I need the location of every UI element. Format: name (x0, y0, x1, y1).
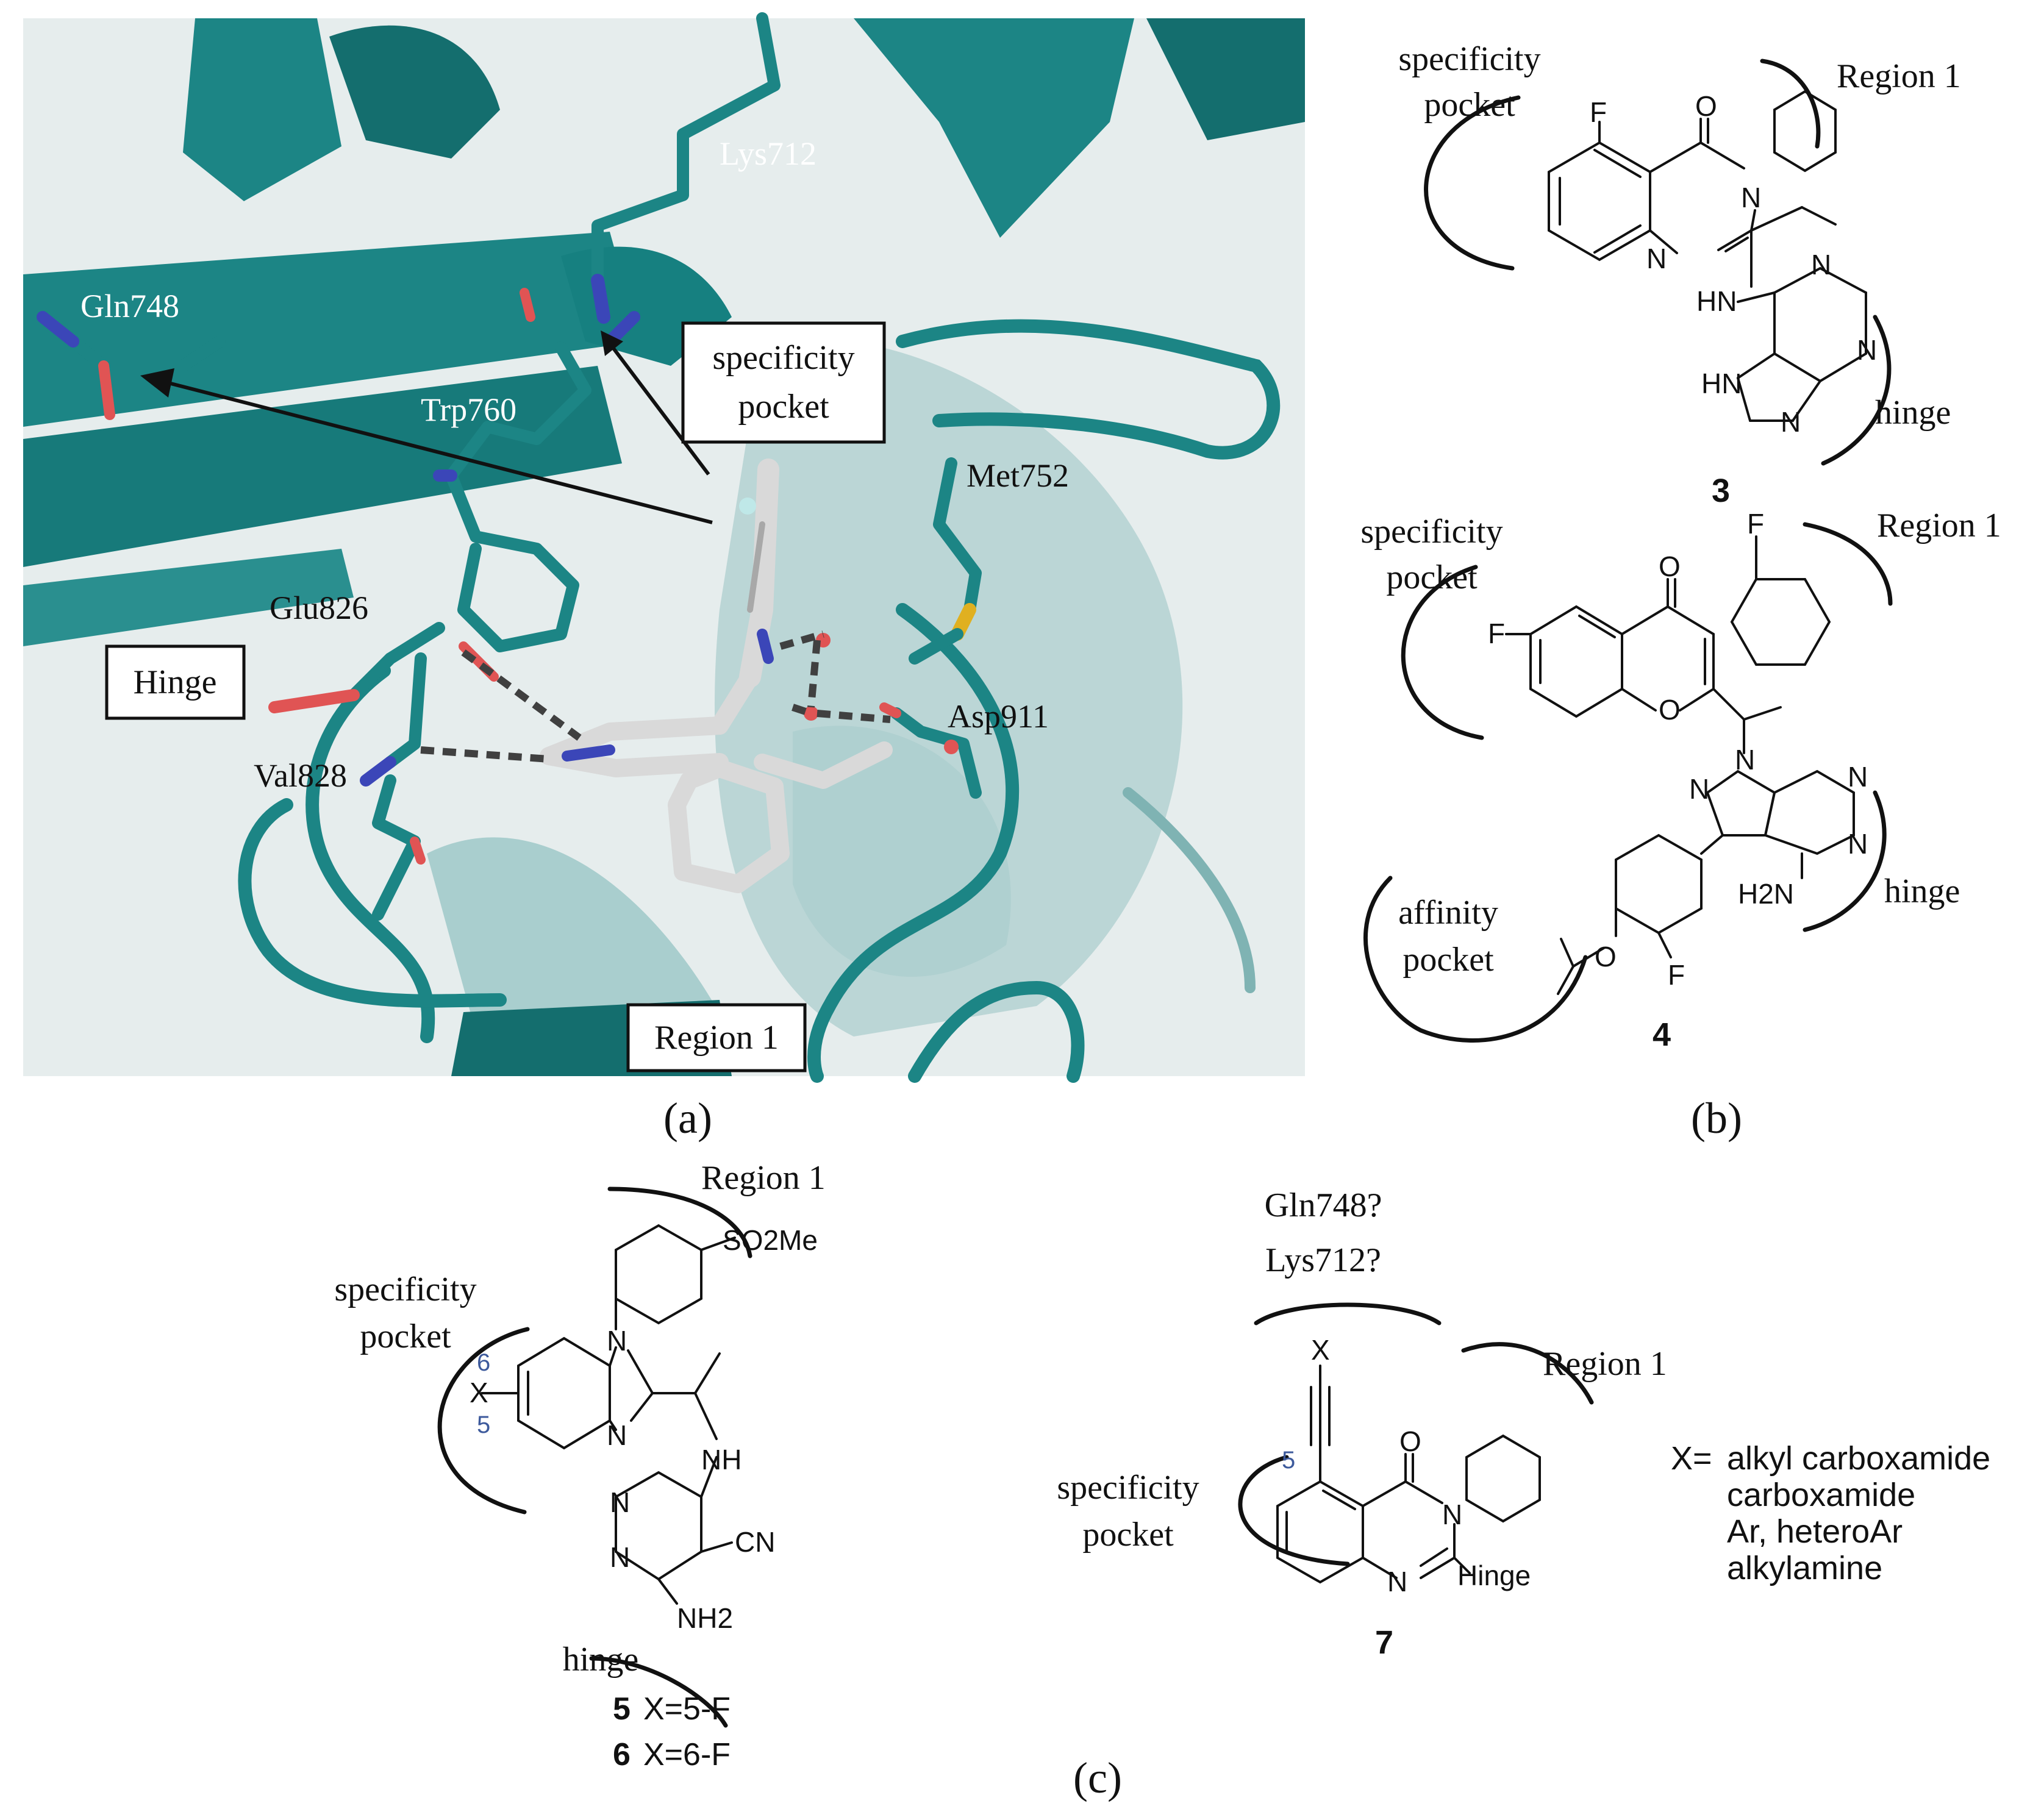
c3-atom-HN: HN (1696, 285, 1737, 317)
c7-pos5: 5 (1282, 1447, 1295, 1474)
c7-pocket-line1: specificity (1057, 1469, 1199, 1507)
caption-a: (a) (663, 1094, 712, 1143)
c3-pocket-line2: pocket (1424, 86, 1515, 124)
c4-atom-O-carbonyl: O (1659, 551, 1681, 582)
c56-atom-N3: N (607, 1419, 627, 1451)
specificity-box-line2: pocket (738, 388, 829, 426)
c4-hinge: hinge (1884, 872, 1960, 910)
c7-gln-label: Gln748? (1265, 1186, 1382, 1224)
c4-pocket-line1: specificity (1360, 513, 1503, 551)
c56-hinge: hinge (563, 1641, 638, 1679)
compound-7-number: 7 (1375, 1624, 1393, 1661)
c4-atom-NH2: H2N (1738, 878, 1794, 910)
legend-5-text: X=5-F (643, 1691, 731, 1727)
c4-atom-F-top: F (1747, 508, 1764, 540)
legend-5-number: 5 (613, 1691, 631, 1727)
x-def-item: carboxamide (1727, 1477, 1915, 1513)
compound-5-6-structure: SO2Me N N NH N N CN NH2 X 6 5 Region 1 s… (334, 1159, 825, 1772)
c4-pocket-line2: pocket (1386, 558, 1478, 596)
compound-3-number: 3 (1712, 473, 1730, 509)
c4-atom-Na: N (1848, 761, 1868, 793)
x-def-prefix: X= (1671, 1440, 1712, 1477)
c3-atom-N1: N (1646, 243, 1667, 274)
label-val828: Val828 (254, 757, 347, 794)
c3-atom-N7: N (1781, 406, 1801, 438)
legend-6-text: X=6-F (643, 1737, 731, 1772)
c7-atom-O: O (1399, 1425, 1421, 1457)
caption-b: (b) (1691, 1094, 1742, 1143)
label-lys712: Lys712 (720, 135, 817, 172)
label-asp911: Asp911 (948, 698, 1049, 735)
c4-affinity-line2: pocket (1403, 941, 1494, 979)
c56-so2me: SO2Me (723, 1224, 818, 1256)
compound-4-structure: F F O O N N N N H2N O F specificity pock… (1360, 507, 2001, 1053)
c3-atom-F: F (1590, 96, 1607, 128)
hinge-box-label: Hinge (134, 663, 217, 701)
c56-atom-NH: NH (701, 1444, 741, 1475)
c56-region1: Region 1 (701, 1159, 826, 1197)
c4-atom-F-bottom: F (1668, 959, 1685, 991)
c7-lys-label: Lys712? (1265, 1241, 1381, 1279)
c4-atom-F-left: F (1488, 618, 1505, 649)
c3-atom-HN9: HN (1701, 368, 1742, 399)
c7-pocket-line2: pocket (1082, 1516, 1174, 1554)
caption-c: (c) (1073, 1754, 1122, 1802)
label-trp760: Trp760 (421, 391, 516, 428)
region1-box: Region 1 (626, 1003, 807, 1072)
specificity-box-line1: specificity (712, 339, 854, 377)
c4-atom-N2: N (1689, 773, 1709, 805)
c56-atom-N1: N (607, 1325, 627, 1357)
c3-atom-Na: N (1811, 249, 1831, 280)
c7-atom-N1: N (1387, 1566, 1407, 1597)
c4-atom-N1: N (1735, 744, 1755, 776)
c4-affinity-line1: affinity (1398, 894, 1498, 932)
c3-region1: Region 1 (1837, 57, 1961, 95)
c56-atom-CN: CN (735, 1526, 775, 1558)
c4-atom-Nb: N (1848, 828, 1868, 860)
c56-pocket-line1: specificity (334, 1271, 476, 1308)
c3-atom-N3: N (1741, 182, 1761, 213)
c3-pocket-line1: specificity (1398, 40, 1540, 78)
hinge-box: Hinge (105, 644, 246, 720)
label-gln748: Gln748 (80, 288, 179, 324)
c7-x: X (1311, 1334, 1330, 1366)
c4-atom-O-ether: O (1595, 941, 1617, 972)
c56-x: X (470, 1377, 488, 1408)
c7-atom-N3: N (1442, 1499, 1462, 1530)
specificity-pocket-box: specificity pocket (681, 321, 886, 444)
compound-4-number: 4 (1653, 1016, 1671, 1053)
compound-7-structure: X O N N Hinge 5 Gln748? Lys712? Region 1… (1057, 1186, 1667, 1661)
c4-atom-O-ring: O (1659, 694, 1681, 726)
c4-region1: Region 1 (1877, 507, 2001, 544)
c56-pocket-line2: pocket (360, 1318, 451, 1355)
x-def-item: alkyl carboxamide (1727, 1440, 1990, 1477)
protein-image (23, 12, 1305, 1083)
c56-pos6: 6 (477, 1349, 490, 1376)
legend-6-number: 6 (613, 1737, 631, 1772)
c56-atom-Na: N (610, 1486, 630, 1518)
x-definitions: X= alkyl carboxamide carboxamide Ar, het… (1671, 1440, 1990, 1586)
compound-3-structure: F O N N HN N N HN N specificity pocket R… (1398, 40, 1960, 509)
label-glu826: Glu826 (270, 590, 368, 626)
label-met752: Met752 (967, 457, 1069, 494)
c3-atom-Nb: N (1857, 334, 1877, 366)
c56-atom-NH2: NH2 (677, 1602, 733, 1634)
c3-atom-O: O (1695, 90, 1717, 122)
x-def-item: Ar, heteroAr (1727, 1513, 1903, 1550)
c3-hinge: hinge (1875, 394, 1951, 432)
c7-region1: Region 1 (1543, 1345, 1667, 1383)
c56-pos5: 5 (477, 1411, 490, 1438)
x-def-item: alkylamine (1727, 1550, 1882, 1586)
c56-atom-Nb: N (610, 1541, 630, 1573)
region1-box-label: Region 1 (654, 1019, 779, 1057)
c7-hinge: Hinge (1457, 1560, 1531, 1591)
